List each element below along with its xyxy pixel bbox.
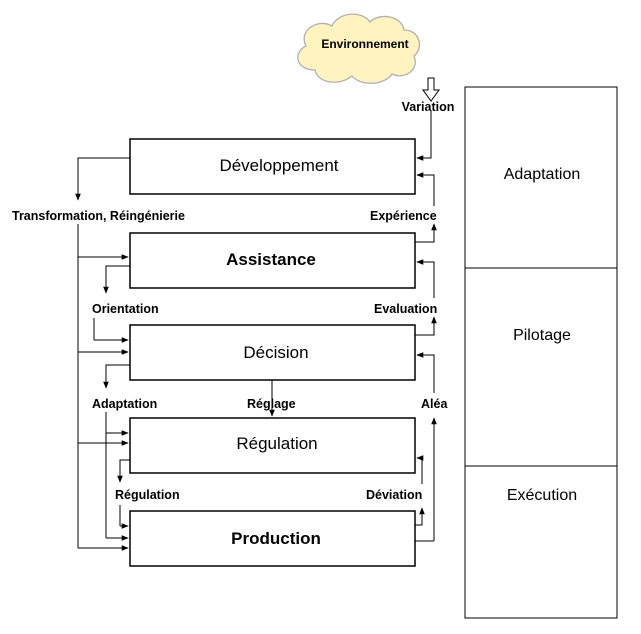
environment-label: Environnement: [321, 37, 408, 51]
evaluation-label: Evaluation: [374, 302, 437, 316]
environment-arrow: [422, 77, 440, 102]
reglage-label: Réglage: [247, 397, 296, 411]
orientation-arrow: [103, 265, 130, 294]
experience-to-developpement-arrow: [416, 172, 435, 206]
box-developpement: Développement: [129, 138, 416, 195]
level-adaptation: Adaptation: [504, 166, 581, 183]
environment-cloud: Environnement: [297, 13, 421, 84]
box-label-regulation: Régulation: [236, 434, 317, 453]
levels-column: Adaptation Pilotage Exécution: [464, 86, 618, 619]
adaptation-arrow: [103, 364, 130, 389]
box-decision: Décision: [129, 324, 416, 381]
regulation-label: Régulation: [115, 488, 180, 502]
box-label-production: Production: [231, 529, 321, 548]
adaptation-label: Adaptation: [92, 397, 157, 411]
orientation-label: Orientation: [92, 302, 159, 316]
alea-to-decision-arrow: [416, 352, 435, 393]
level-execution: Exécution: [507, 487, 577, 504]
experience-label: Expérience: [370, 209, 437, 223]
box-regulation: Régulation: [129, 417, 416, 474]
transformation-label: Transformation, Réingénierie: [12, 209, 185, 223]
variation-label: Variation: [402, 100, 455, 114]
regulation-arrow: [117, 459, 130, 483]
deviation-label: Déviation: [366, 488, 422, 502]
evaluation-feedback-arrow: [415, 316, 437, 336]
box-label-developpement: Développement: [219, 156, 338, 175]
cloud-shape: [297, 13, 421, 84]
evaluation-to-assistance-arrow: [416, 259, 435, 298]
transformation-arrow: [75, 157, 130, 201]
alea-label: Aléa: [421, 397, 448, 411]
production-to-deviation-arrow: [415, 507, 425, 526]
box-production: Production: [129, 510, 416, 567]
variation-arrow: [416, 111, 432, 161]
box-label-assistance: Assistance: [226, 250, 316, 269]
experience-feedback-arrow: [415, 223, 437, 243]
box-assistance: Assistance: [129, 232, 416, 289]
level-pilotage: Pilotage: [513, 327, 571, 344]
box-label-decision: Décision: [243, 343, 308, 362]
deviation-to-regulation-arrow: [416, 455, 424, 484]
